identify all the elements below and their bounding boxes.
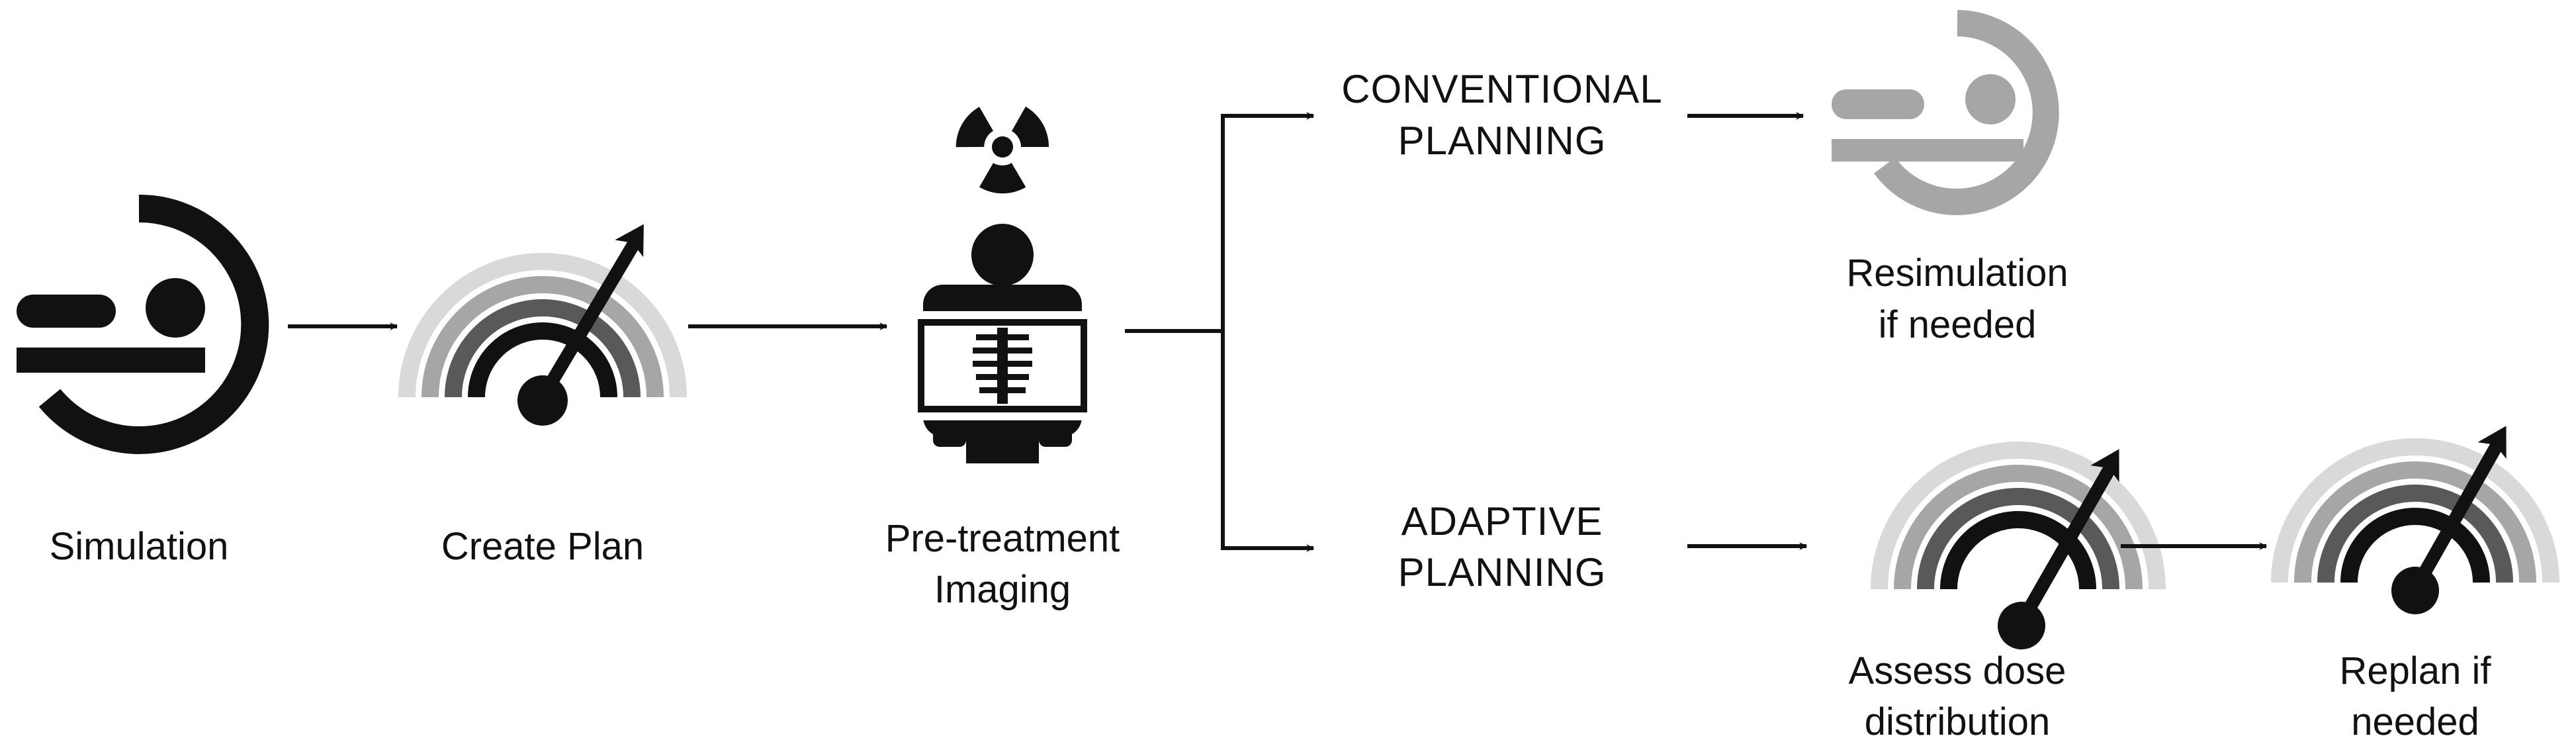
branch-connector [1125,112,1315,552]
pretreatment-label-line2: Imaging [934,568,1071,611]
assess-label-line1: Assess dose [1849,649,2066,692]
simulation-label: Simulation [50,525,229,568]
radiation-icon [955,107,1049,194]
pretreatment-label-line1: Pre-treatment [885,517,1120,560]
ct-scanner-icon-muted [1832,10,2059,215]
replan-label-line1: Replan if [2340,649,2492,692]
conventional-label-line2: PLANNING [1398,118,1607,163]
adaptive-label-line2: PLANNING [1398,550,1607,594]
dose-gauge-icon [398,224,687,426]
resimulation-label-line2: if needed [1879,303,2037,346]
create-plan-label: Create Plan [441,525,644,568]
xray-imaging-icon [910,224,1095,463]
resimulation-label-line1: Resimulation [1846,252,2068,295]
dose-gauge-icon-replan [2271,426,2559,614]
conventional-label-line1: CONVENTIONAL [1341,67,1662,111]
adaptive-label-line1: ADAPTIVE [1401,499,1603,543]
replan-label-line2: needed [2351,700,2479,743]
ct-scanner-icon [17,195,269,454]
dose-gauge-icon-assess [1871,442,2166,649]
assess-label-line2: distribution [1865,700,2050,743]
